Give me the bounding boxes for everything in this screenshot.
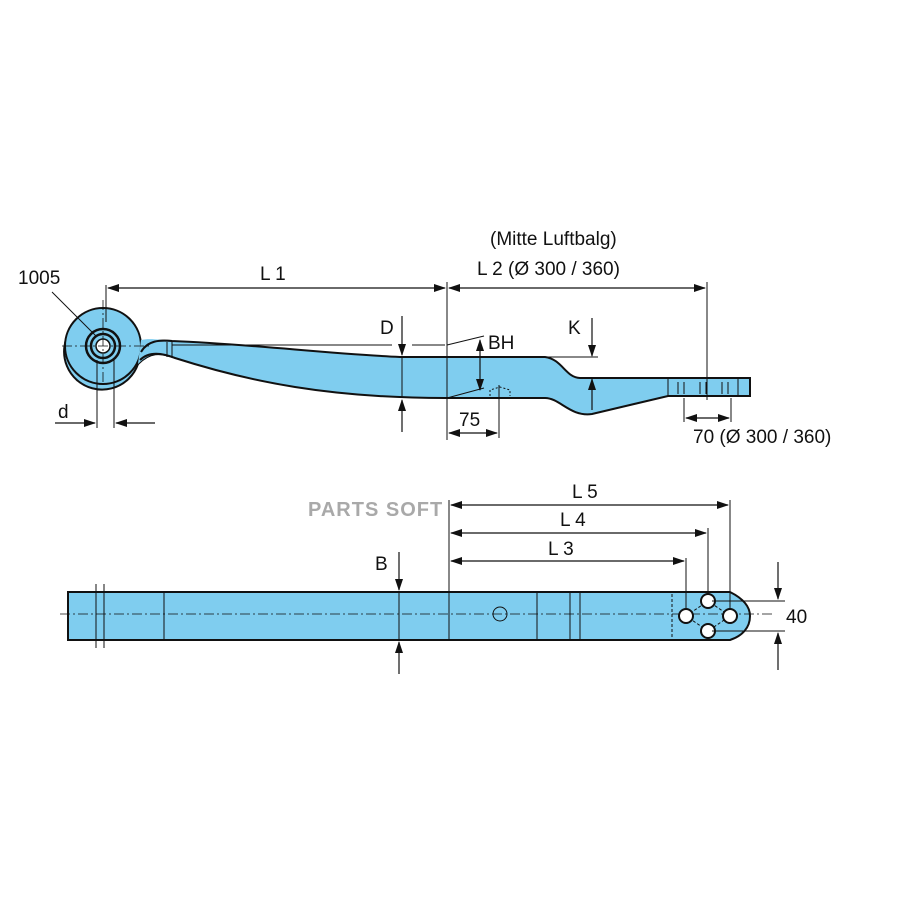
l2-label: L 2 (Ø 300 / 360) <box>477 259 620 280</box>
eye-leader <box>51 291 97 337</box>
center-bolt-hidden <box>489 386 511 396</box>
watermark: PARTS SOFT <box>308 499 443 521</box>
spring-leaf-top <box>67 591 752 641</box>
b-label: B <box>375 554 388 575</box>
l4-label: L 4 <box>560 510 586 531</box>
mitte-label: (Mitte Luftbalg) <box>490 229 617 250</box>
bolt-hole <box>678 608 694 624</box>
l5-label: L 5 <box>572 482 598 503</box>
l1-label: L 1 <box>260 264 286 285</box>
bh-label: BH <box>488 333 514 354</box>
eye-label: 1005 <box>18 268 60 289</box>
clamp-plate-marks <box>667 378 739 396</box>
eye-tail-edge <box>139 339 176 361</box>
c70-label: 70 (Ø 300 / 360) <box>693 427 831 448</box>
bolt-pattern <box>685 600 731 632</box>
l3-label: L 3 <box>548 539 574 560</box>
c40-label: 40 <box>786 607 807 628</box>
spring-leaf-side <box>136 339 751 416</box>
bolt-hole <box>722 608 738 624</box>
side-view: L 1 (Mitte Luftbalg) L 2 (Ø 300 / 360) 1… <box>18 229 831 448</box>
bh-leader-top <box>446 335 485 346</box>
D-label: D <box>380 318 394 339</box>
k-label: K <box>568 318 581 339</box>
c75-label: 75 <box>459 410 480 431</box>
d-small-label: d <box>58 402 69 423</box>
top-view: L 5 L 4 L 3 B 40 <box>60 482 807 674</box>
